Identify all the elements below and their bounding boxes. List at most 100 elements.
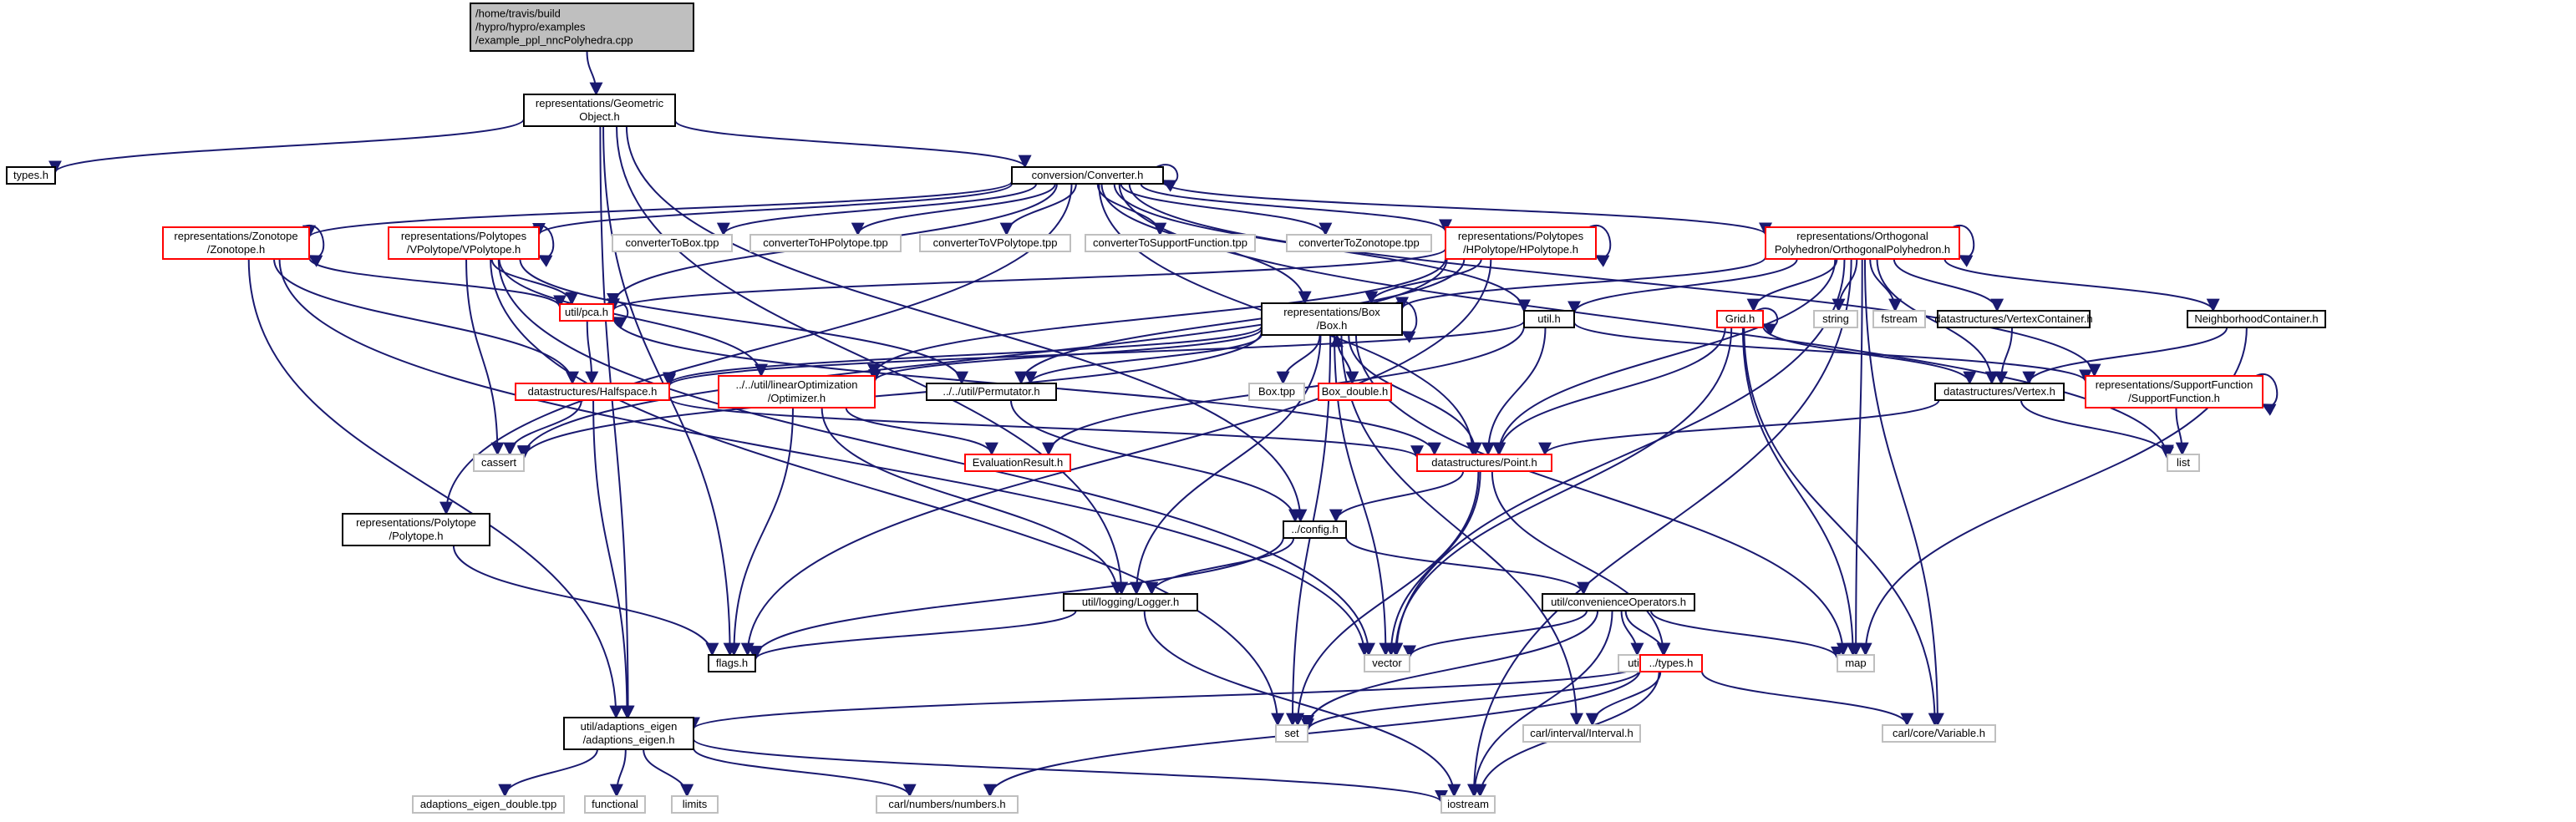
node-representations-box-box-h[interactable]: representations/Box/Box.h [1261,302,1403,336]
edge-ortho-to-string [1832,258,1858,312]
node-datastructures-point-h[interactable]: datastructures/Point.h [1416,454,1552,472]
node-box [1275,724,1308,743]
node-map[interactable]: map [1837,654,1875,672]
node-convertertosupportfunction-tpp[interactable]: converterToSupportFunction.tpp [1085,234,1256,252]
node-carl-interval-interval-h[interactable]: carl/interval/Interval.h [1522,724,1641,743]
node-label-line: flags.h [716,657,748,669]
edge-polytope-to-flags [452,545,719,657]
edge-box-to-point [1348,334,1482,456]
node-representations-zonotope-zonotope-h[interactable]: representations/Zonotope/Zonotope.h [162,226,310,260]
edge-adaptions-to-functional [609,748,627,798]
node-label-line: EvaluationResult.h [973,456,1063,469]
node-util-permutator-h[interactable]: ../../util/Permutator.h [926,383,1057,401]
node-representations-polytopes-hpolytope-hpolytope-h[interactable]: representations/Polytopes/HPolytope/HPol… [1445,226,1597,260]
node-evaluationresult-h[interactable]: EvaluationResult.h [964,454,1071,472]
edge-dtypes-to-adaptions [687,664,1641,731]
node-iostream[interactable]: iostream [1440,795,1496,814]
node-list[interactable]: list [2167,454,2200,472]
edge-dtypes-to-variable [1701,671,1914,727]
edges-layer [48,50,2279,804]
node-label-line: datastructures/Vertex.h [1943,385,2055,398]
node-label-line: carl/core/Variable.h [1893,727,1985,739]
node-box [584,795,646,814]
node-label-line: /adaptions_eigen.h [583,733,675,746]
node-set[interactable]: set [1275,724,1308,743]
node-convertertovpolytope-tpp[interactable]: converterToVPolytope.tpp [919,234,1071,252]
node-box [1937,310,2091,328]
edge-grid-to-variable [1743,327,1942,727]
node-convertertobox-tpp[interactable]: converterToBox.tpp [612,234,733,252]
node-fstream[interactable]: fstream [1872,310,1926,328]
node-label-line: functional [592,798,638,810]
node-label-line: representations/Polytopes [401,230,527,242]
edge-ortho-to-iostream [1467,258,1852,798]
edge-pca-to-pca [606,301,629,329]
node-convertertohpolytope-tpp[interactable]: converterToHPolytope.tpp [749,234,902,252]
node-box [749,234,902,252]
edge-convops-to-dtypes [1624,610,1671,657]
node-box [612,234,733,252]
node-limits[interactable]: limits [671,795,719,814]
node-box [1523,310,1575,328]
node-box-tpp[interactable]: Box.tpp [1248,383,1305,401]
node-box [876,795,1019,814]
node-string[interactable]: string [1813,310,1858,328]
node-grid-h[interactable]: Grid.h [1716,310,1764,328]
node-box-double-h[interactable]: Box_double.h [1318,383,1392,401]
node-label-line: datastructures/VertexContainer.h [1934,312,2092,325]
node-label-line: set [1284,727,1299,739]
node-cassert[interactable]: cassert [473,454,525,472]
node-representations-supportfunction-supportfunction-h[interactable]: representations/SupportFunction/SupportF… [2085,375,2264,408]
node-carl-core-variable-h[interactable]: carl/core/Variable.h [1882,724,1996,743]
node-conversion-converter-h[interactable]: conversion/Converter.h [1011,166,1164,185]
node-box [926,383,1057,401]
edge-optimizer-to-logger [821,407,1125,596]
edge-point-to-config [1329,470,1465,523]
node-vector[interactable]: vector [1364,654,1410,672]
node-label-line: representations/Polytope [356,516,476,529]
node-config-h[interactable]: ../config.h [1283,520,1347,539]
node-util-h[interactable]: util.h [1523,310,1575,328]
node-label-line: ../../util/linearOptimization [736,378,858,391]
node-util-pca-h[interactable]: util/pca.h [559,303,614,322]
edge-config-to-logger [1145,537,1295,596]
node-box [1813,310,1858,328]
node-types-h[interactable]: types.h [6,166,56,185]
edge-point-to-dtypes [1491,470,1670,657]
node-util-adaptions-eigen-adaptions-eigen-h[interactable]: util/adaptions_eigen/adaptions_eigen.h [563,717,694,750]
node-types-h[interactable]: ../types.h [1639,654,1703,672]
edge-geomobj-to-adaptions [599,125,635,719]
node-flags-h[interactable]: flags.h [708,654,756,672]
edge-box-to-permutator [1024,333,1263,385]
node-datastructures-vertex-h[interactable]: datastructures/Vertex.h [1934,383,2065,401]
node-util-convenienceoperators-h[interactable]: util/convenienceOperators.h [1542,593,1695,611]
node-box [342,513,490,546]
node-label-line: converterToHPolytope.tpp [763,236,888,249]
node-home-travis-build-hypro-hypro-examples-example-ppl-nncpolyhedra-cpp[interactable]: /home/travis/build/hypro/hypro/examples/… [470,3,694,52]
node-util-linearoptimization-optimizer-h[interactable]: ../../util/linearOptimization/Optimizer.… [718,375,876,408]
node-representations-orthogonalpolyhedron-orthogonalpolyhedron-h[interactable]: representations/OrthogonalPolyhedron/Ort… [1765,226,1960,260]
node-datastructures-vertexcontainer-h[interactable]: datastructures/VertexContainer.h [1934,310,2093,328]
node-util-logging-logger-h[interactable]: util/logging/Logger.h [1063,593,1198,611]
node-box [412,795,565,814]
node-box [1011,166,1164,185]
edge-optimizer-to-flags [727,407,794,657]
node-label-line: list [2177,456,2190,469]
node-label-line: ../../util/Permutator.h [943,385,1039,398]
node-convertertozonotope-tpp[interactable]: converterToZonotope.tpp [1286,234,1432,252]
node-neighborhoodcontainer-h[interactable]: NeighborhoodContainer.h [2187,310,2326,328]
node-functional[interactable]: functional [584,795,646,814]
node-representations-polytopes-vpolytope-vpolytope-h[interactable]: representations/Polytopes/VPolytope/VPol… [388,226,540,260]
edge-ortho-to-fstream [1869,258,1903,312]
node-datastructures-halfspace-h[interactable]: datastructures/Halfspace.h [515,383,670,401]
node-adaptions-eigen-double-tpp[interactable]: adaptions_eigen_double.tpp [412,795,565,814]
node-box [1882,724,1996,743]
edge-ortho-to-ortho [1952,225,1975,267]
node-box [964,454,1071,472]
node-carl-numbers-numbers-h[interactable]: carl/numbers/numbers.h [876,795,1019,814]
edge-zonotope-to-adaptions [247,258,623,719]
node-representations-polytope-polytope-h[interactable]: representations/Polytope/Polytope.h [342,513,490,546]
node-label-line: /Optimizer.h [768,392,826,404]
node-label-line: ../types.h [1649,657,1694,669]
